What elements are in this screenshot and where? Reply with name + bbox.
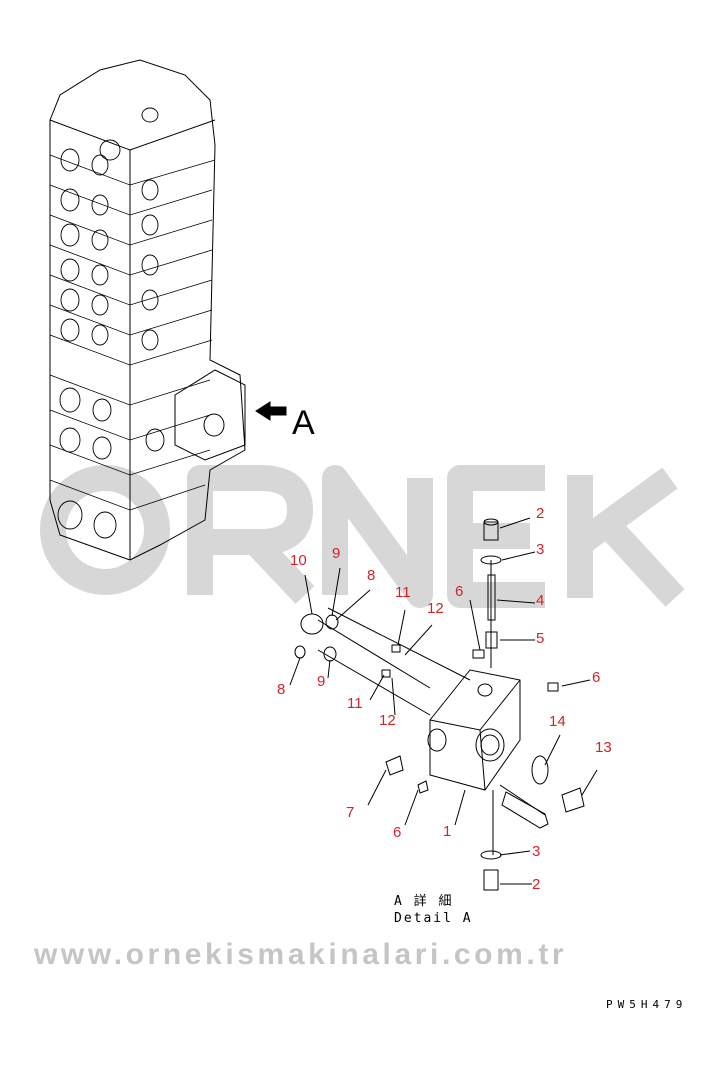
callout-9: 9 [332, 545, 341, 562]
callout-4: 4 [536, 592, 545, 609]
callout-3: 3 [536, 541, 545, 558]
watermark-letter-r [187, 465, 315, 604]
callout-14: 14 [549, 713, 566, 730]
callout-12: 12 [427, 600, 444, 617]
watermark-letter-o [40, 465, 170, 595]
drawing-code: PW5H479 [606, 998, 688, 1011]
callout-6: 6 [393, 824, 402, 841]
callout-13: 13 [595, 739, 612, 756]
watermark-letter-k [567, 467, 685, 607]
caption-japanese: A 詳 細 [394, 894, 454, 909]
watermark-letter-n [322, 465, 433, 608]
caption-english: Detail A [394, 911, 473, 926]
view-label: A [292, 404, 315, 442]
callout-11: 11 [395, 584, 411, 601]
callout-1: 1 [443, 823, 452, 840]
callout-10: 10 [290, 552, 307, 569]
callout-6: 6 [455, 583, 464, 600]
valve-stack [49, 59, 287, 561]
callout-2: 2 [532, 876, 541, 893]
callout-12: 12 [379, 712, 396, 729]
callout-2: 2 [536, 505, 545, 522]
detail-a-assembly [289, 517, 598, 891]
callout-6: 6 [592, 669, 601, 686]
callout-8: 8 [367, 567, 376, 584]
callout-8: 8 [277, 681, 286, 698]
watermark-letter-e [447, 465, 545, 608]
view-arrow-icon [255, 401, 287, 421]
callout-11: 11 [347, 695, 363, 712]
callout-5: 5 [536, 630, 545, 647]
callout-7: 7 [346, 804, 355, 821]
callout-9: 9 [317, 673, 326, 690]
detail-caption: A 詳 細 Detail A [394, 893, 473, 927]
callout-3: 3 [532, 843, 541, 860]
watermark-url: www.ornekismakinalari.com.tr [34, 938, 568, 971]
